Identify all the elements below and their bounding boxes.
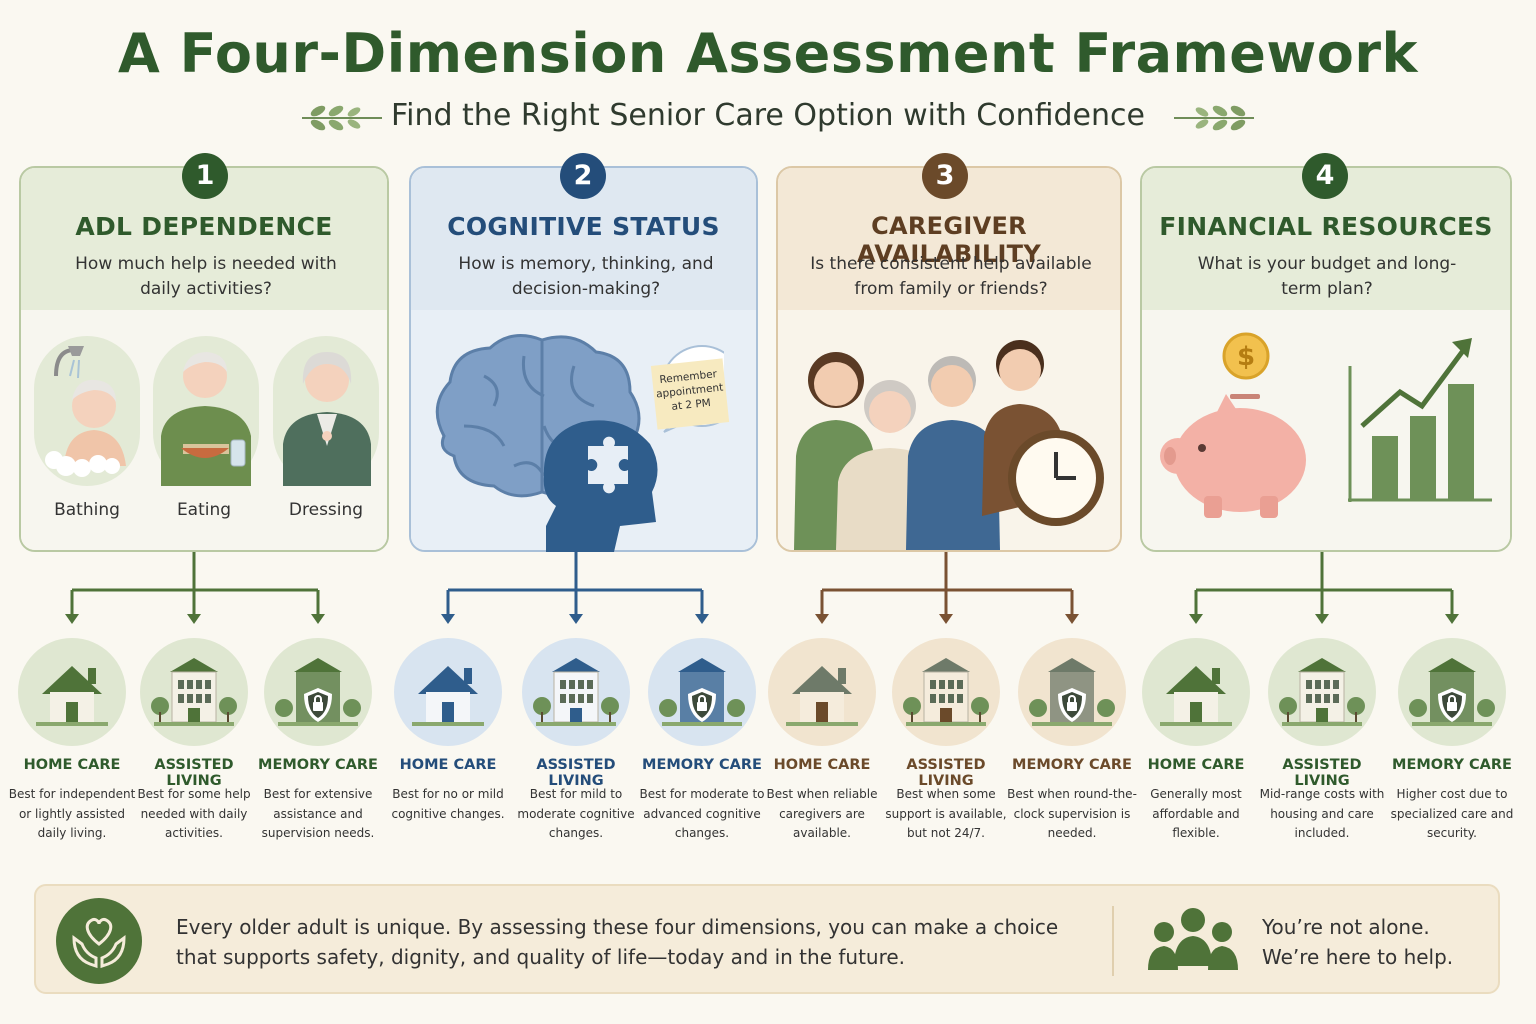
option-description: Best for extensive assistance and superv… (261, 787, 375, 840)
left-sprig-icon (302, 105, 382, 131)
option-description: Best when reliable caregivers are availa… (766, 787, 878, 840)
option-description: Best for some help needed with daily act… (137, 787, 251, 840)
right-sprig-icon (1174, 105, 1254, 131)
option-description: Best for independent or lightly assisted… (8, 787, 136, 840)
assisted-building-icon (140, 638, 248, 746)
heart-hands-icon (56, 898, 142, 984)
assisted-building-icon (522, 638, 630, 746)
footer-message: Every older adult is unique. By assessin… (176, 915, 1059, 969)
connector-lines (65, 552, 1459, 624)
dimension-4-title: FINANCIAL RESOURCES (1159, 212, 1493, 241)
option-description: Mid-range costs with housing and care in… (1259, 787, 1385, 840)
footer-support-line-2: We’re here to help. (1262, 945, 1454, 969)
option-name: ASSISTED LIVING (906, 757, 986, 789)
dimension-3-title: CAREGIVER AVAILABILITY (856, 212, 1042, 268)
option-name: HOME CARE (399, 757, 497, 773)
footer-support-line-1: You’re not alone. (1262, 915, 1430, 939)
assisted-building-icon (892, 638, 1000, 746)
footer-divider (1112, 906, 1114, 976)
option-name: HOME CARE (23, 757, 121, 773)
assisted-building-icon (1268, 638, 1376, 746)
option-name: MEMORY CARE (1012, 757, 1132, 773)
option-name: ASSISTED LIVING (536, 757, 616, 789)
page-subtitle: Find the Right Senior Care Option with C… (391, 98, 1145, 133)
memory-building-icon (264, 638, 372, 746)
eating-illustration-icon (153, 336, 259, 486)
dimension-2-title: COGNITIVE STATUS (447, 212, 720, 241)
home-building-icon (768, 638, 876, 746)
home-building-icon (18, 638, 126, 746)
dimension-3-question: Is there consistent help available from … (810, 254, 1092, 299)
option-name: HOME CARE (1147, 757, 1245, 773)
option-name: MEMORY CARE (1392, 757, 1512, 773)
option-description: Best when round-the-clock supervision is… (1007, 787, 1137, 840)
activity-label-bathing: Bathing (54, 500, 120, 520)
dimension-2-question: How is memory, thinking, and decision-ma… (458, 254, 714, 299)
memory-building-icon (1398, 638, 1506, 746)
reminder-note-text: Remember appointment at 2 PM (655, 368, 724, 413)
option-name: ASSISTED LIVING (1282, 757, 1362, 789)
memory-building-icon (648, 638, 756, 746)
brain-icon (435, 334, 724, 552)
option-name: MEMORY CARE (258, 757, 378, 773)
option-name: HOME CARE (773, 757, 871, 773)
home-building-icon (394, 638, 502, 746)
option-name: ASSISTED LIVING (154, 757, 234, 789)
activity-label-eating: Eating (176, 500, 232, 520)
dressing-illustration-icon (273, 336, 379, 486)
dimension-4-number-badge: 4 (1302, 153, 1348, 199)
option-description: Best for no or mild cognitive changes. (391, 787, 505, 821)
growth-chart-icon (1348, 338, 1492, 502)
page-title: A Four-Dimension Assessment Framework (118, 22, 1418, 85)
activity-label-dressing: Dressing (288, 500, 364, 520)
dimension-1-number-badge: 1 (182, 153, 228, 199)
option-description: Best for moderate to advanced cognitive … (639, 787, 765, 840)
dimension-1-question: How much help is needed with daily activ… (75, 254, 337, 299)
memory-building-icon (1018, 638, 1126, 746)
family-caregivers-illustration-icon (794, 340, 1104, 550)
footer-support-text: You’re not alone. We’re here to help. (1262, 912, 1482, 972)
dimension-3-number-badge: 3 (922, 153, 968, 199)
piggy-bank-icon: $ (1160, 332, 1306, 518)
option-description: Best for mild to moderate cognitive chan… (517, 787, 635, 840)
option-description: Best when some support is available, but… (885, 787, 1007, 840)
footer-banner: Every older adult is unique. By assessin… (34, 884, 1500, 994)
dimension-4-question: What is your budget and long-term plan? (1197, 254, 1457, 299)
support-group-icon (1148, 908, 1238, 970)
svg-text:$: $ (1237, 342, 1255, 372)
option-name: MEMORY CARE (642, 757, 762, 773)
home-building-icon (1142, 638, 1250, 746)
reminder-note: Remember appointment at 2 PM (650, 358, 730, 430)
dimension-2-number-badge: 2 (560, 153, 606, 199)
bathing-illustration-icon (34, 336, 140, 486)
option-description: Generally most affordable and flexible. (1150, 787, 1242, 840)
dimension-card-financial: FINANCIAL RESOURCES What is your budget … (1140, 166, 1512, 552)
dimension-1-title: ADL DEPENDENCE (75, 212, 333, 241)
option-description: Higher cost due to specialized care and … (1390, 787, 1514, 840)
